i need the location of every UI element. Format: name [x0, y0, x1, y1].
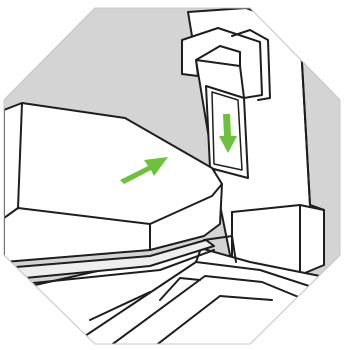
illustration-svg — [0, 0, 345, 350]
device-installation-illustration — [0, 0, 345, 350]
